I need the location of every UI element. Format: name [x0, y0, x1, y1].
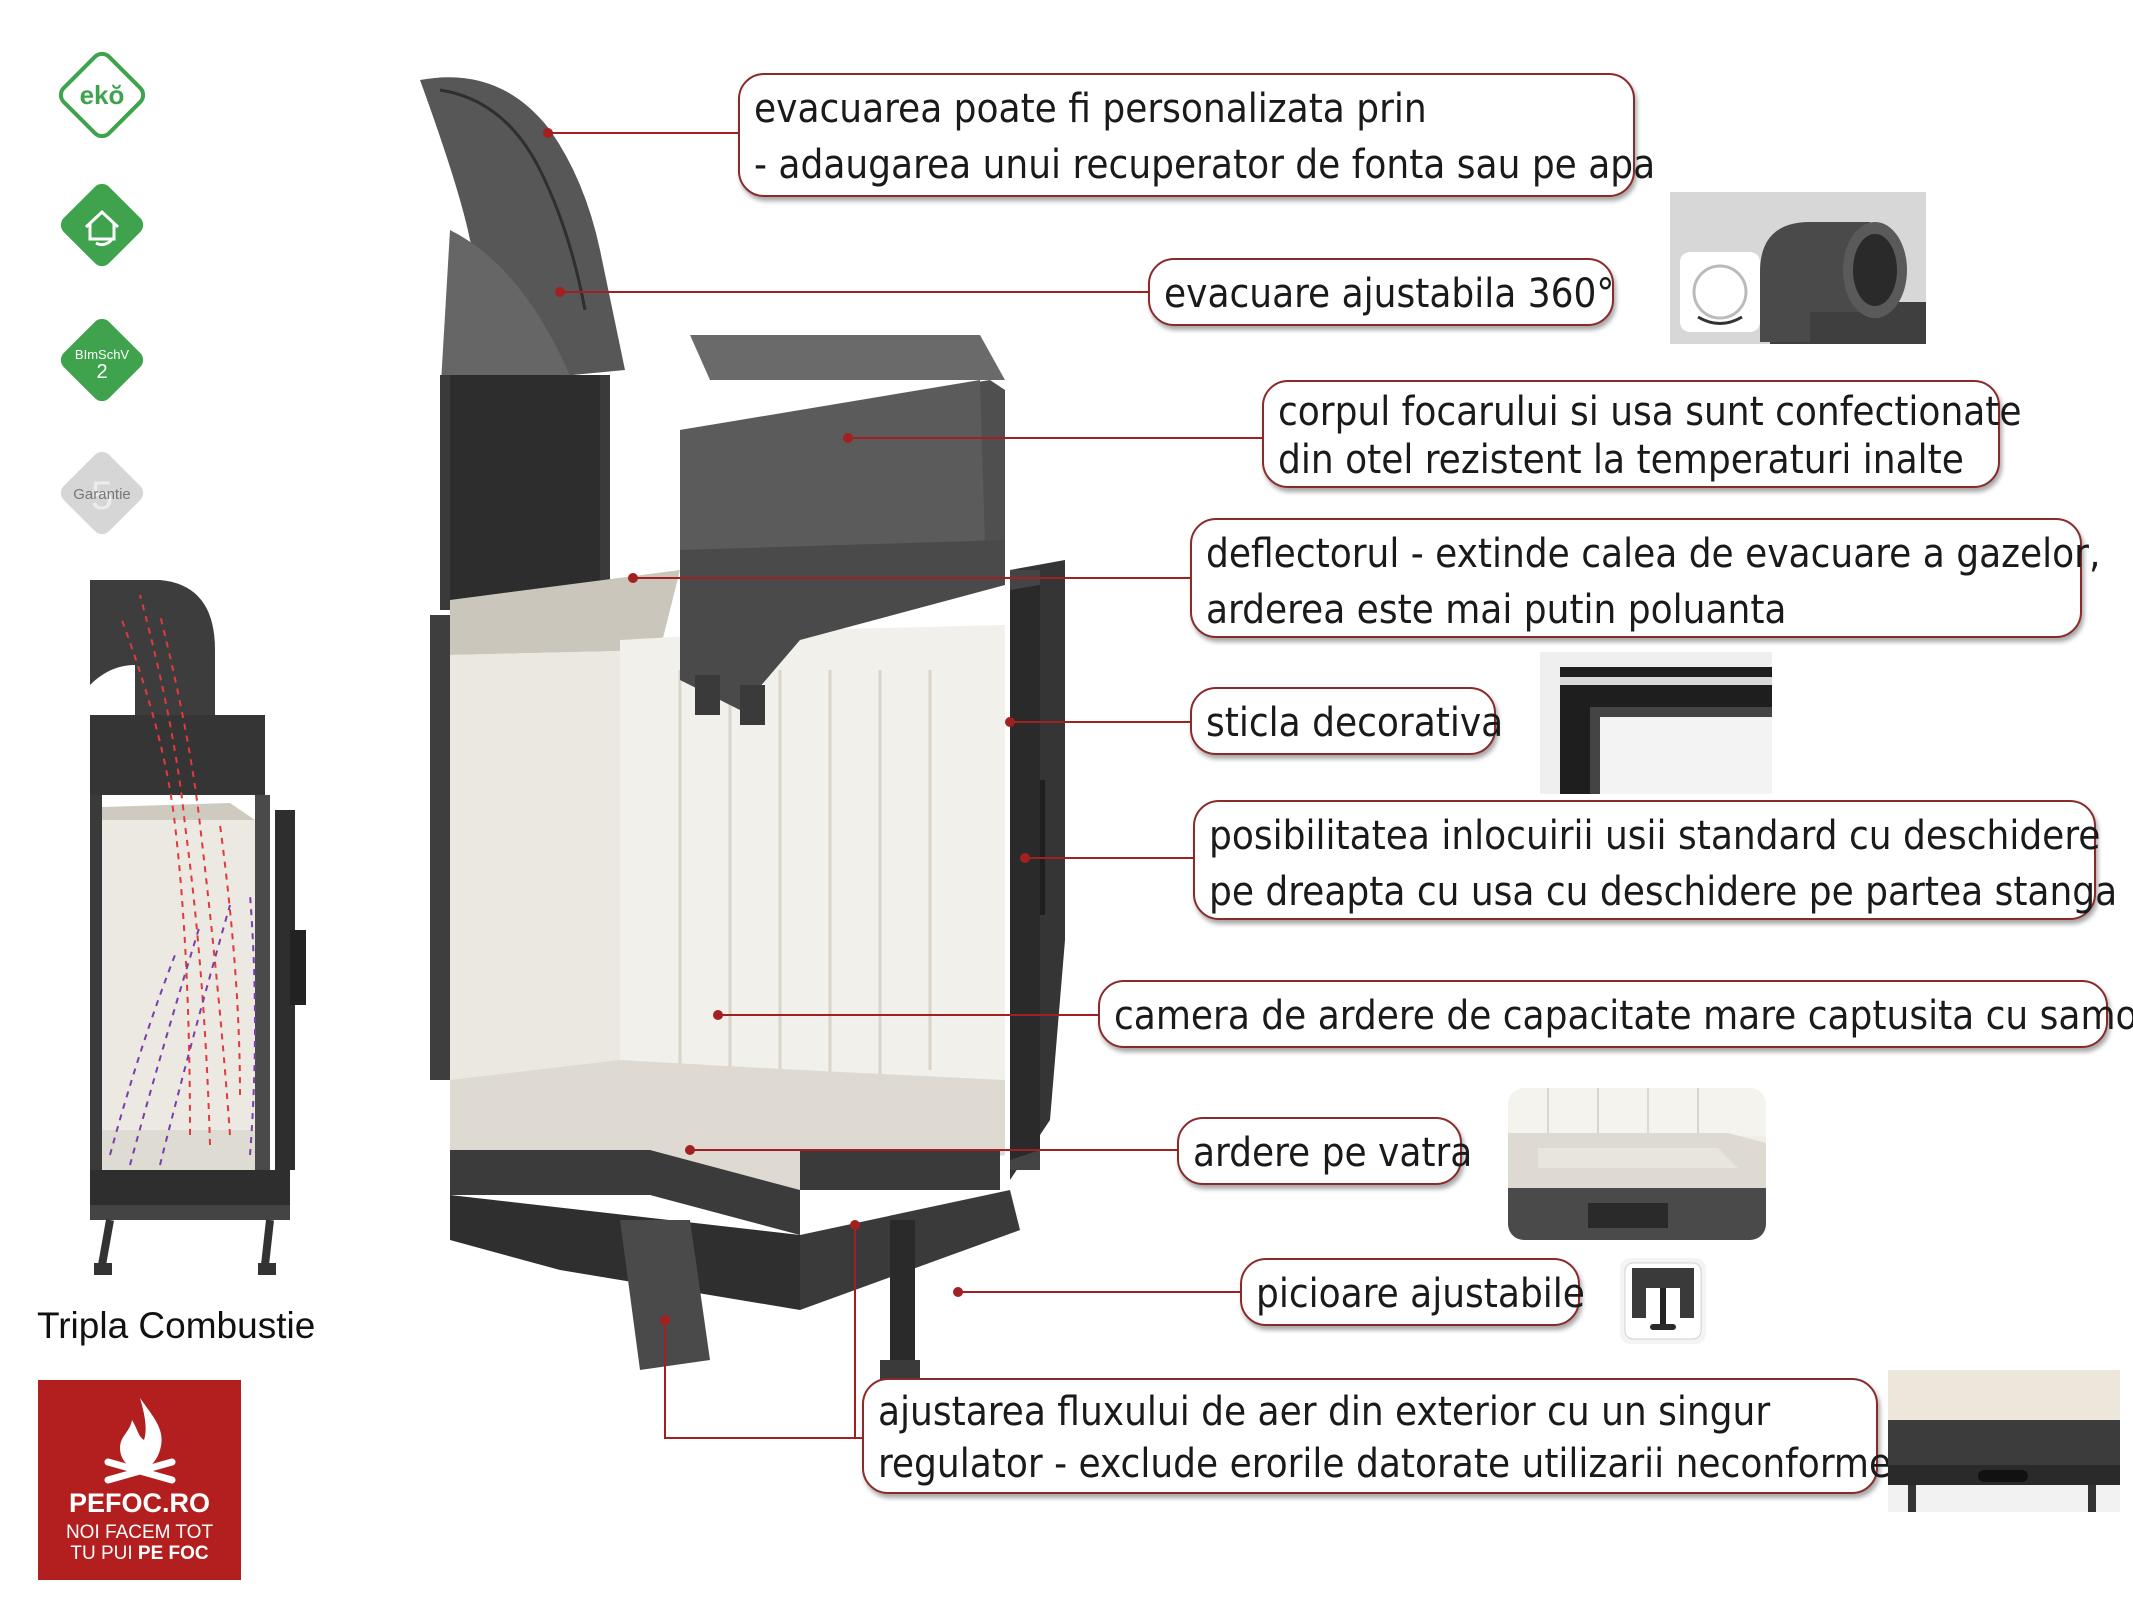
- callout-door-opening-line1: posibilitatea inlocuirii usii standard c…: [1209, 813, 2101, 859]
- fire-icon: [104, 1398, 176, 1484]
- decorative-glass-thumbnail: [1540, 652, 1772, 794]
- logo-slogan-line1: NOI FACEM TOT: [65, 1522, 214, 1543]
- callout-flue-customization-line2: - adaugarea unui recuperator de fonta sa…: [754, 142, 1656, 188]
- callout-decorative-glass-line1: sticla decorativa: [1206, 700, 1504, 746]
- air-regulator-thumbnail: [1888, 1370, 2120, 1512]
- garantie-label: Garantie: [73, 486, 131, 503]
- callout-decorative-glass: sticla decorativa: [1190, 687, 1504, 755]
- callout-flue-customization: evacuarea poate fi personalizata prin - …: [738, 73, 1656, 197]
- callout-steel-body-line1: corpul focarului si usa sunt confectiona…: [1278, 389, 2022, 435]
- logo-slogan: NOI FACEM TOT TU PUI PE FOC: [38, 1522, 241, 1564]
- callout-deflector-line2: arderea este mai putin poluanta: [1206, 587, 1787, 633]
- garantie-badge: 5 Garantie: [52, 443, 152, 543]
- fireplace-illustration: [420, 77, 1065, 1385]
- eko-text: ekŏ: [80, 80, 125, 110]
- bimschv-badge: BImSchV 2: [52, 310, 152, 410]
- flue-rotation-thumbnail: [1670, 192, 1926, 344]
- logo-slogan-line2a: TU PUI: [70, 1543, 138, 1564]
- callout-adjustable-flue-line1: evacuare ajustabila 360°: [1164, 271, 1615, 317]
- triple-combustion-caption: Tripla Combustie: [37, 1305, 316, 1346]
- callout-deflector: deflectorul - extinde calea de evacuare …: [1190, 518, 2101, 638]
- garantie-number: 5: [91, 474, 113, 518]
- recycle-badge: [52, 175, 152, 275]
- callout-air-regulator: ajustarea fluxului de aer din exterior c…: [862, 1378, 1892, 1494]
- callout-combustion-chamber: camera de ardere de capacitate mare capt…: [1098, 980, 2133, 1048]
- callout-steel-body-line2: din otel rezistent la temperaturi inalte: [1278, 437, 1964, 483]
- callout-adjustable-legs: picioare ajustabile: [1240, 1258, 1585, 1326]
- pefoc-logo: PEFOC.RO NOI FACEM TOT TU PUI PE FOC: [38, 1380, 241, 1580]
- callout-door-opening: posibilitatea inlocuirii usii standard c…: [1193, 800, 2118, 920]
- eko-badge: ekŏ: [52, 45, 152, 145]
- triple-combustion-diagram: [90, 580, 306, 1275]
- callout-hearth-burning-line1: ardere pe vatra: [1193, 1130, 1473, 1176]
- bimschv-text: BImSchV: [75, 347, 130, 362]
- bimschv-number: 2: [96, 361, 107, 383]
- callout-air-regulator-line2: regulator - exclude erorile datorate uti…: [878, 1441, 1892, 1487]
- callout-combustion-chamber-line1: camera de ardere de capacitate mare capt…: [1114, 993, 2133, 1039]
- callout-adjustable-flue: evacuare ajustabila 360°: [1148, 258, 1614, 326]
- callout-hearth-burning: ardere pe vatra: [1177, 1117, 1473, 1185]
- callout-door-opening-line2: pe dreapta cu usa cu deschidere pe parte…: [1209, 869, 2118, 915]
- hearth-thumbnail: [1508, 1088, 1766, 1240]
- logo-name: PEFOC.RO: [68, 1488, 210, 1518]
- callout-air-regulator-line1: ajustarea fluxului de aer din exterior c…: [878, 1389, 1771, 1435]
- callout-deflector-line1: deflectorul - extinde calea de evacuare …: [1206, 531, 2101, 577]
- logo-slogan-line2b: PE FOC: [137, 1543, 209, 1564]
- callout-flue-customization-line1: evacuarea poate fi personalizata prin: [754, 86, 1427, 132]
- callout-steel-body: corpul focarului si usa sunt confectiona…: [1262, 380, 2022, 488]
- callout-adjustable-legs-line1: picioare ajustabile: [1256, 1271, 1585, 1317]
- adjustable-leg-thumbnail: [1620, 1258, 1706, 1344]
